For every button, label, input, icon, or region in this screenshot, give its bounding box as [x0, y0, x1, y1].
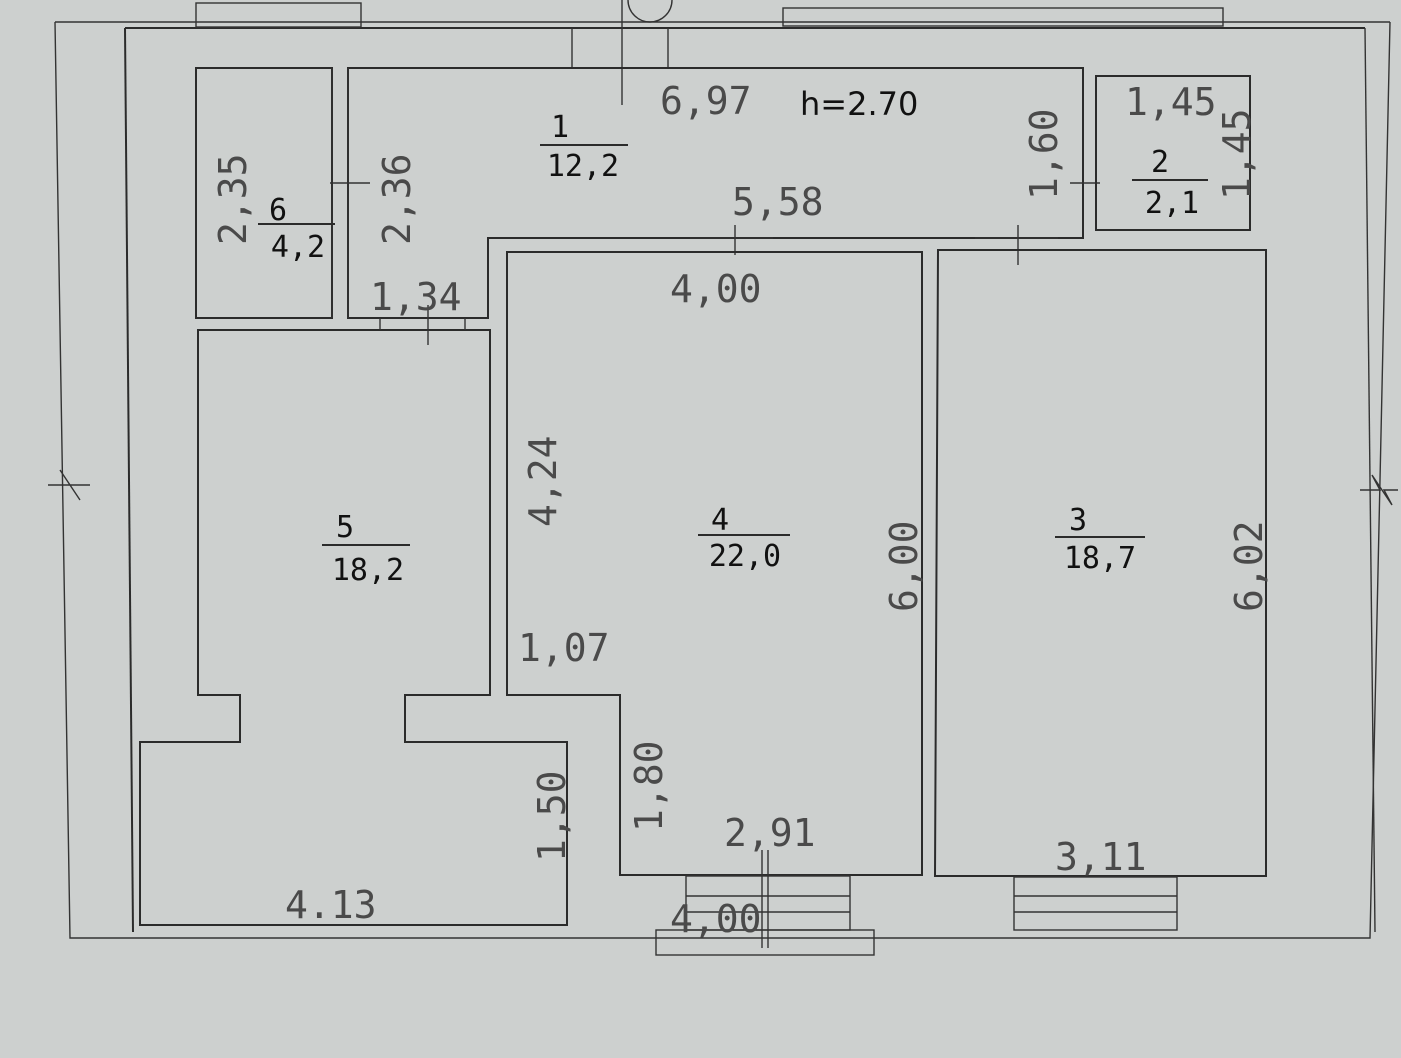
room-4-area: 22,0: [709, 539, 781, 574]
room-labels: 1 12,2 2 2,1 3 18,7 4 22,0 5 18,2 6 4,2 …: [258, 85, 1208, 588]
room-1-number: 1: [551, 110, 569, 145]
dim-room-4-left: 4,24: [521, 435, 565, 527]
dim-corridor-left: 2,36: [375, 153, 419, 245]
room-3-area: 18,7: [1064, 541, 1136, 576]
dim-room-4-height: 6,00: [882, 520, 926, 612]
dim-room-5-bottom: 4.13: [285, 883, 377, 927]
outer-walls: [48, 0, 1398, 939]
room-4-number: 4: [711, 503, 729, 538]
room-4-outline: [506, 251, 923, 876]
dim-corridor-length: 6,97: [660, 79, 752, 123]
dim-room-6-height: 2,35: [211, 153, 255, 245]
dim-corridor-inner: 5,58: [732, 180, 824, 224]
room-2-area: 2,1: [1145, 186, 1199, 221]
dimension-labels: 6,97 1,45 1,45 1,60 5,58 2,35 2,36 1,34 …: [211, 79, 1271, 941]
dim-room-2-height: 1,45: [1215, 108, 1259, 200]
dim-room-4-step: 1,07: [518, 626, 610, 670]
room-2-number: 2: [1151, 145, 1169, 180]
room-3-outline: [933, 249, 1267, 877]
dim-room-4-lower: 1,80: [627, 740, 671, 832]
dim-room-4-width: 4,00: [670, 267, 762, 311]
dim-room-3-height: 6,02: [1227, 520, 1271, 612]
room-6-area: 4,2: [271, 230, 325, 265]
dim-corridor-height: 1,60: [1022, 108, 1066, 200]
window-blocks: [655, 850, 1178, 956]
dim-window-width: 4,00: [670, 897, 762, 941]
room-5-number: 5: [336, 510, 354, 545]
dim-door-width: 1,34: [370, 275, 462, 319]
dim-room-4-bottom: 2,91: [724, 811, 816, 855]
dim-room-3-bottom: 3,11: [1055, 835, 1147, 879]
room-3-number: 3: [1069, 503, 1087, 538]
dim-room-5-lower: 1,50: [530, 770, 574, 862]
ceiling-height: h=2.70: [800, 85, 918, 123]
room-6-number: 6: [269, 193, 287, 228]
room-2-outline: [1095, 75, 1251, 231]
room-1-area: 12,2: [547, 149, 619, 184]
dim-room-2-width: 1,45: [1125, 80, 1217, 124]
room-5-outline: [139, 329, 568, 926]
room-5-area: 18,2: [332, 553, 404, 588]
